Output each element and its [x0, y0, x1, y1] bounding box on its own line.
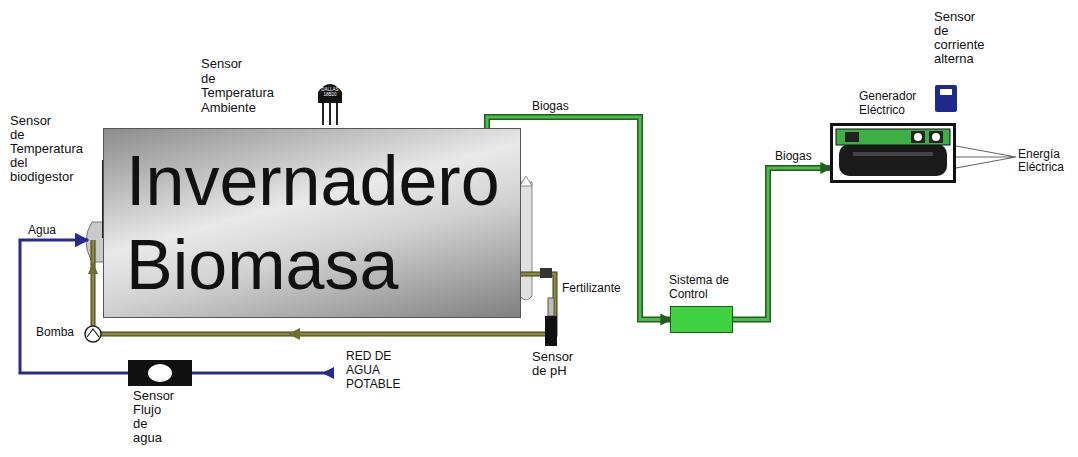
current-sensor-display [940, 89, 952, 95]
ph-sensor-tip [548, 298, 554, 316]
control-box: Sistema de Control [670, 306, 733, 333]
fertilizer-valve [540, 268, 552, 278]
biogas-pipe-outline [733, 168, 830, 320]
annotation-label: Fertilizante [562, 282, 642, 295]
biogas-pipe-core [733, 168, 830, 320]
biogas-pipe [733, 168, 830, 320]
riser-pipe-outline [91, 240, 96, 326]
ds18b20-leg [322, 103, 324, 125]
greenhouse-box: Invernadero Biomasa [103, 128, 521, 318]
edge-label: Biogas [530, 99, 571, 113]
ds18b20-leg [336, 103, 338, 125]
greenhouse-title: Invernadero Biomasa [126, 139, 508, 307]
annotation-label: Sensor de Temperatura Ambiente [201, 57, 247, 115]
water-inlet-arrow [322, 367, 334, 379]
node-label: Generador Eléctrico [859, 90, 933, 118]
current-sensor [935, 85, 957, 112]
generator-gauge-frame [911, 131, 925, 143]
generator-body [839, 144, 947, 176]
generator-gauge-frame [929, 131, 943, 143]
annotation-label: Sensor de pH [532, 350, 572, 379]
generator-panel [836, 129, 950, 145]
annotation-label: Sensor Flujo de agua [133, 389, 173, 445]
flow-sensor [128, 360, 192, 386]
generator-detail [853, 152, 933, 156]
annotation-label: Agua [28, 224, 68, 237]
annotation-label: Energía Eléctrica [1018, 148, 1070, 174]
chip-marking: DALLAS 18B20 [318, 88, 342, 97]
riser-pipe [92, 240, 95, 326]
energy-output-lines [956, 146, 1016, 168]
ds18b20-leg [329, 103, 331, 125]
annotation-label: Sensor de Temperatura del biodigestor [10, 114, 56, 184]
ph-sensor [545, 316, 557, 346]
pump-symbol [85, 326, 101, 342]
generator-gauge [914, 133, 922, 141]
generator-switch [845, 132, 859, 142]
flow-sensor-window [148, 364, 172, 382]
node-label: Sistema de Control [669, 274, 735, 302]
annotation-label: Bomba [36, 326, 80, 339]
ds18b20-body [318, 84, 342, 103]
annotation-label: Sensor de corriente alterna [934, 10, 986, 66]
generator-gauge [932, 133, 940, 141]
annotation-label: RED DE AGUA POTABLE [346, 350, 416, 391]
generator-drawing [833, 126, 953, 180]
pump-symbol-mark [87, 329, 99, 337]
edge-label: Biogas [773, 149, 814, 163]
flow-arrow [88, 262, 98, 274]
generator-box: Generador Eléctrico [830, 123, 956, 183]
outlet-tube [520, 182, 532, 300]
outlet-arrow [520, 176, 532, 186]
flow-arrow [288, 328, 300, 340]
